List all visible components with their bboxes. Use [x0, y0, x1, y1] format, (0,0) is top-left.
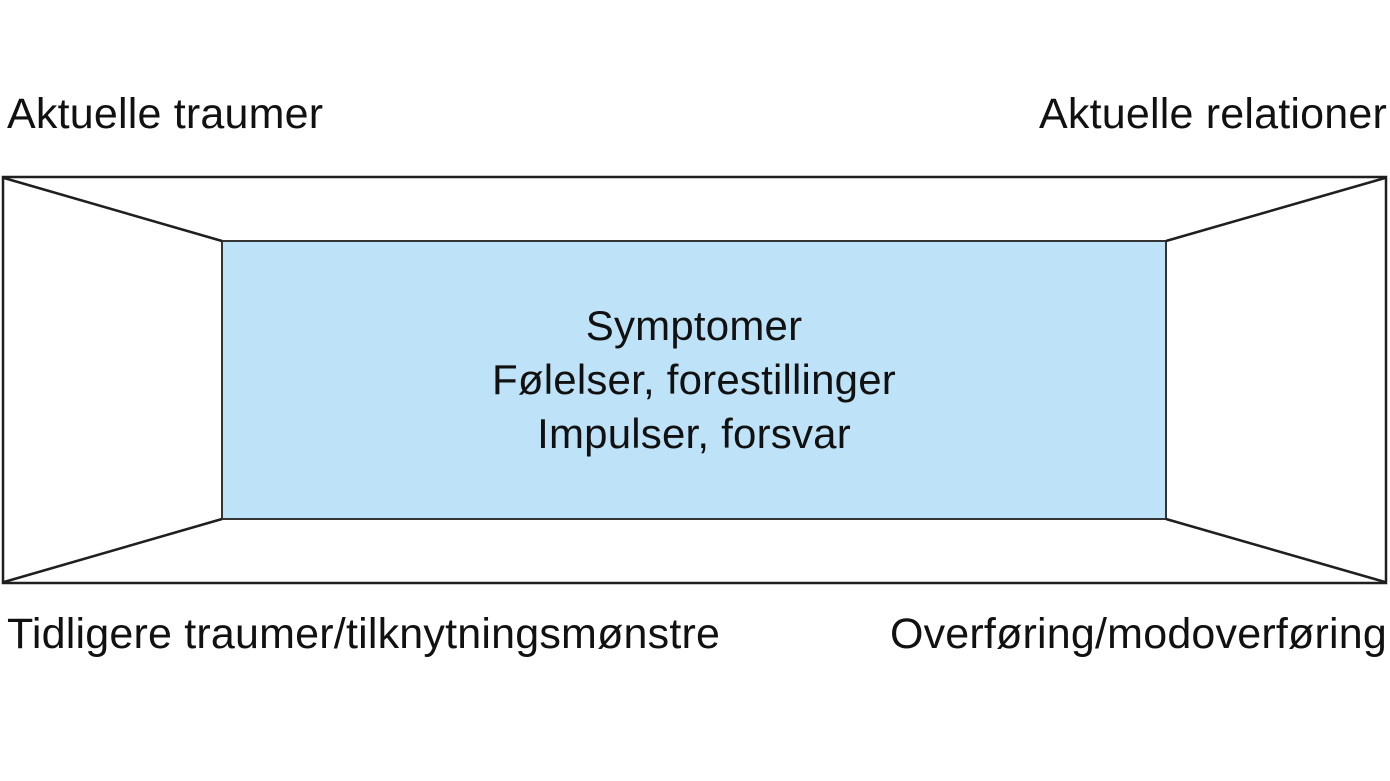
diagonal-top-right	[1165, 176, 1386, 243]
center-line-impulser: Impulser, forsvar	[537, 410, 851, 457]
diagonal-bottom-right	[1165, 517, 1386, 584]
diagonal-bottom-left	[3, 517, 223, 584]
center-line-foelelser: Følelser, forestillinger	[492, 356, 896, 403]
center-line-symptomer: Symptomer	[585, 302, 803, 349]
diagonal-top-left	[3, 176, 223, 243]
label-aktuelle-traumer: Aktuelle traumer	[7, 90, 324, 138]
label-tidligere-traumer: Tidligere traumer/tilknytningsmønstre	[7, 610, 721, 658]
outer-frame-rect	[1, 175, 1388, 585]
center-panel-rect	[221, 240, 1167, 520]
center-panel-text: Symptomer Følelser, forestillinger Impul…	[222, 241, 1166, 519]
label-aktuelle-relationer: Aktuelle relationer	[1039, 90, 1387, 138]
label-overfoering: Overføring/modoverføring	[889, 610, 1387, 658]
